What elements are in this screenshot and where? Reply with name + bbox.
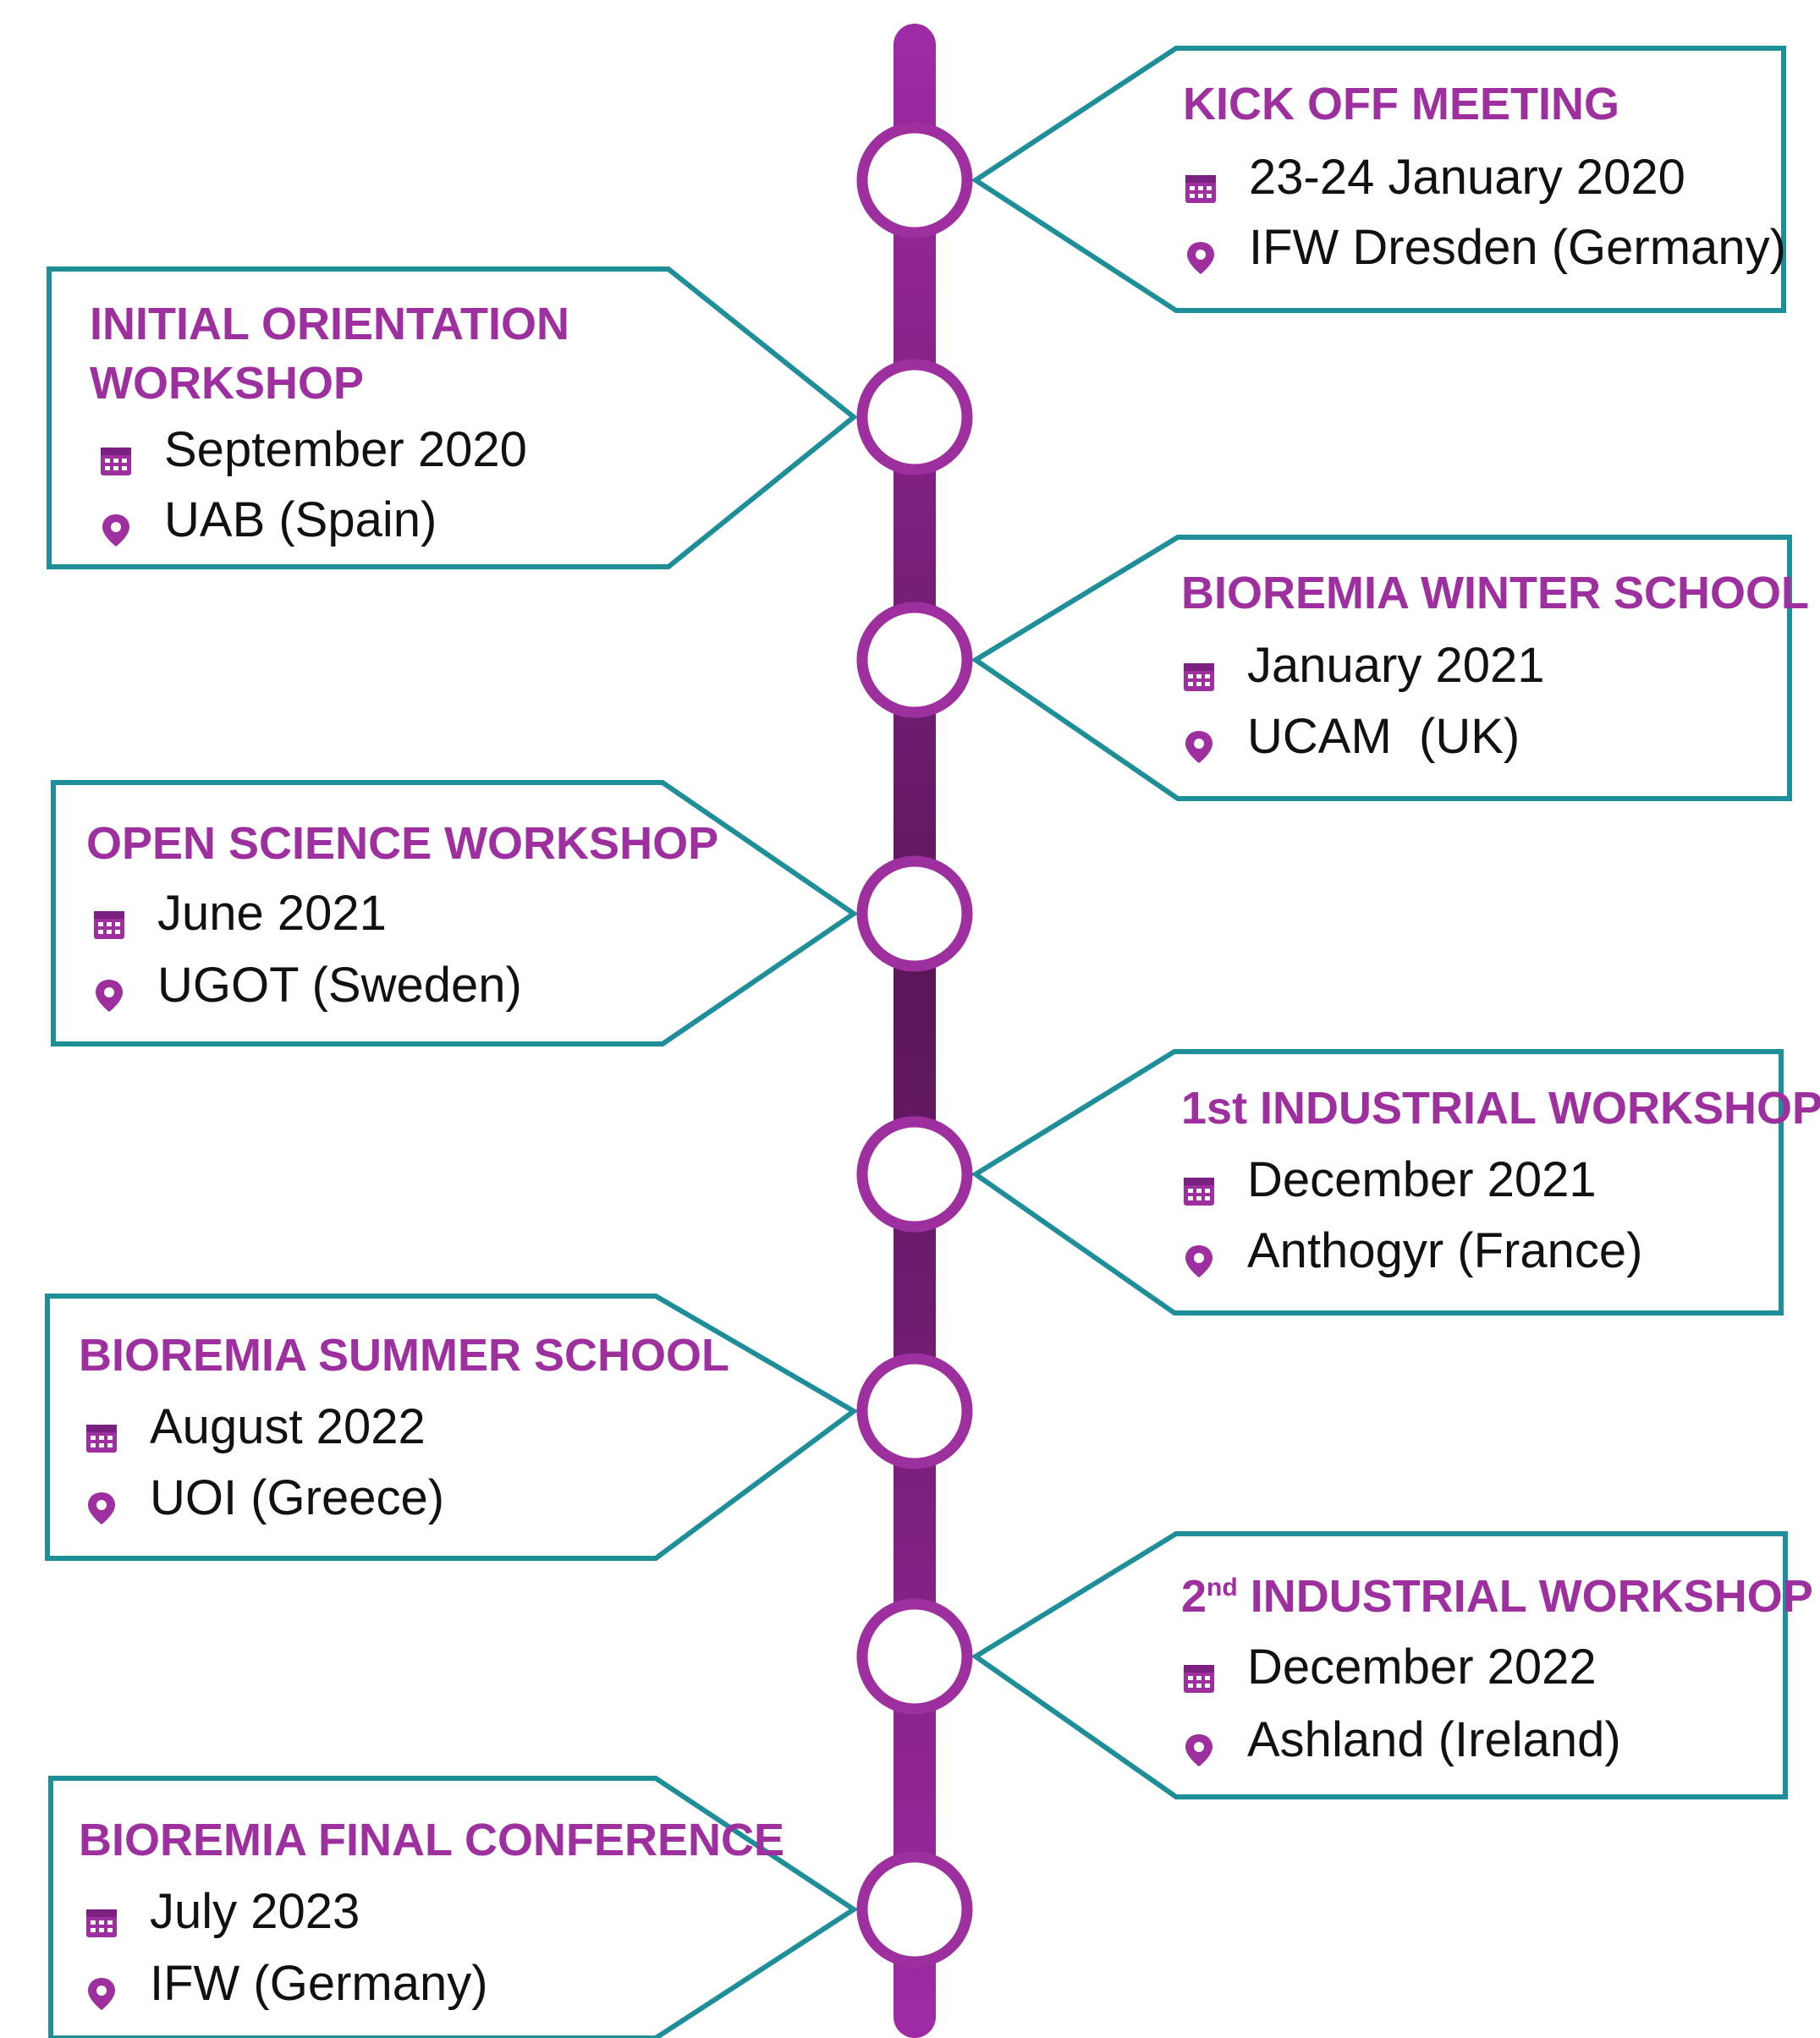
event-location-text: UOI (Greece) (150, 1470, 445, 1525)
location-pin-icon (84, 1966, 119, 2010)
event-title: 2nd INDUSTRIAL WORKSHOP (1181, 1567, 1813, 1626)
calendar-icon (1181, 1650, 1217, 1693)
timeline-node (856, 602, 973, 718)
location-pin-icon (84, 1480, 119, 1524)
event-title-text: KICK OFF MEETING (1183, 79, 1619, 129)
event-location: UGOT (Sweden) (91, 956, 522, 1015)
event-title: BIOREMIA FINAL CONFERENCE (79, 1810, 784, 1870)
event-date: December 2021 (1181, 1151, 1597, 1210)
event-callout-box (970, 46, 1786, 313)
event-location-text: UAB (Spain) (164, 492, 437, 547)
event-title-text: 2 (1181, 1571, 1207, 1622)
calendar-icon (84, 1894, 119, 1937)
event-date: June 2021 (91, 884, 387, 943)
event-callout-box (45, 1294, 859, 1561)
event-title-superscript: nd (1207, 1574, 1238, 1601)
event-title-line2: WORKSHOP (90, 358, 364, 409)
timeline-node (856, 855, 973, 972)
event-title-text: OPEN SCIENCE WORKSHOP (86, 818, 719, 869)
event-title: BIOREMIA WINTER SCHOOL (1181, 563, 1809, 623)
timeline-node (856, 1851, 973, 1968)
event-date-text: 23-24 January 2020 (1249, 150, 1685, 205)
calendar-icon (1181, 648, 1217, 691)
timeline-bar (894, 24, 936, 2038)
timeline-node (856, 122, 973, 239)
event-location: UOI (Greece) (84, 1469, 444, 1528)
event-callout-box (970, 1531, 1788, 1799)
event-location-text: UCAM (UK) (1247, 709, 1520, 764)
event-callout-box (51, 780, 859, 1046)
event-title: 1st INDUSTRIAL WORKSHOP (1181, 1079, 1820, 1138)
event-location: Ashland (Ireland) (1181, 1711, 1621, 1770)
event-callout-box (48, 1776, 859, 2038)
event-callout-box (970, 1049, 1784, 1316)
timeline-node (856, 1598, 973, 1715)
event-title: BIOREMIA SUMMER SCHOOL (79, 1326, 729, 1385)
event-location-text: IFW Dresden (Germany) (1249, 220, 1786, 275)
calendar-icon (98, 432, 134, 475)
location-pin-icon (1183, 230, 1218, 274)
event-date-text: December 2022 (1247, 1640, 1597, 1695)
event-location: IFW Dresden (Germany) (1183, 218, 1786, 277)
event-date: 23-24 January 2020 (1183, 148, 1685, 207)
location-pin-icon (91, 968, 127, 1012)
event-title-text: BIOREMIA WINTER SCHOOL (1181, 568, 1809, 618)
event-date-text: September 2020 (164, 422, 527, 477)
event-location-text: Anthogyr (France) (1247, 1223, 1643, 1278)
event-location: UAB (Spain) (98, 491, 437, 550)
calendar-icon (84, 1409, 119, 1453)
event-title-text: INITIAL ORIENTATION (90, 299, 569, 349)
calendar-icon (91, 896, 127, 939)
event-title: OPEN SCIENCE WORKSHOP (86, 814, 718, 873)
event-title-text: 1st INDUSTRIAL WORKSHOP (1181, 1083, 1820, 1134)
event-location-text: Ashland (Ireland) (1247, 1712, 1621, 1767)
location-pin-icon (1181, 1722, 1217, 1766)
event-location: IFW (Germany) (84, 1954, 488, 2013)
event-callout-box (47, 266, 858, 569)
event-date-text: August 2022 (150, 1399, 426, 1454)
timeline-node (856, 359, 973, 475)
event-title: KICK OFF MEETING (1183, 74, 1619, 134)
event-date: September 2020 (98, 420, 527, 480)
event-date: December 2022 (1181, 1638, 1597, 1697)
timeline-node (856, 1116, 973, 1233)
location-pin-icon (1181, 1233, 1217, 1277)
event-location: Anthogyr (France) (1181, 1222, 1642, 1281)
location-pin-icon (1181, 719, 1217, 763)
event-location: UCAM (UK) (1181, 707, 1520, 766)
event-title-rest: INDUSTRIAL WORKSHOP (1237, 1571, 1813, 1622)
location-pin-icon (98, 503, 134, 547)
event-location-text: UGOT (Sweden) (157, 958, 522, 1013)
calendar-icon (1181, 1162, 1217, 1206)
timeline-node (856, 1353, 973, 1469)
event-title-text: BIOREMIA FINAL CONFERENCE (79, 1815, 785, 1865)
event-date-text: June 2021 (157, 886, 387, 941)
event-date: January 2021 (1181, 636, 1544, 695)
event-date-text: January 2021 (1247, 638, 1545, 693)
event-callout-box (970, 535, 1792, 801)
event-location-text: IFW (Germany) (150, 1956, 488, 2011)
event-title: INITIAL ORIENTATION (90, 294, 569, 354)
calendar-icon (1183, 160, 1218, 203)
event-title-text: BIOREMIA SUMMER SCHOOL (79, 1330, 729, 1381)
event-date: August 2022 (84, 1398, 426, 1457)
event-date-text: December 2021 (1247, 1152, 1597, 1207)
event-date-text: July 2023 (150, 1884, 360, 1939)
event-date: July 2023 (84, 1882, 360, 1942)
